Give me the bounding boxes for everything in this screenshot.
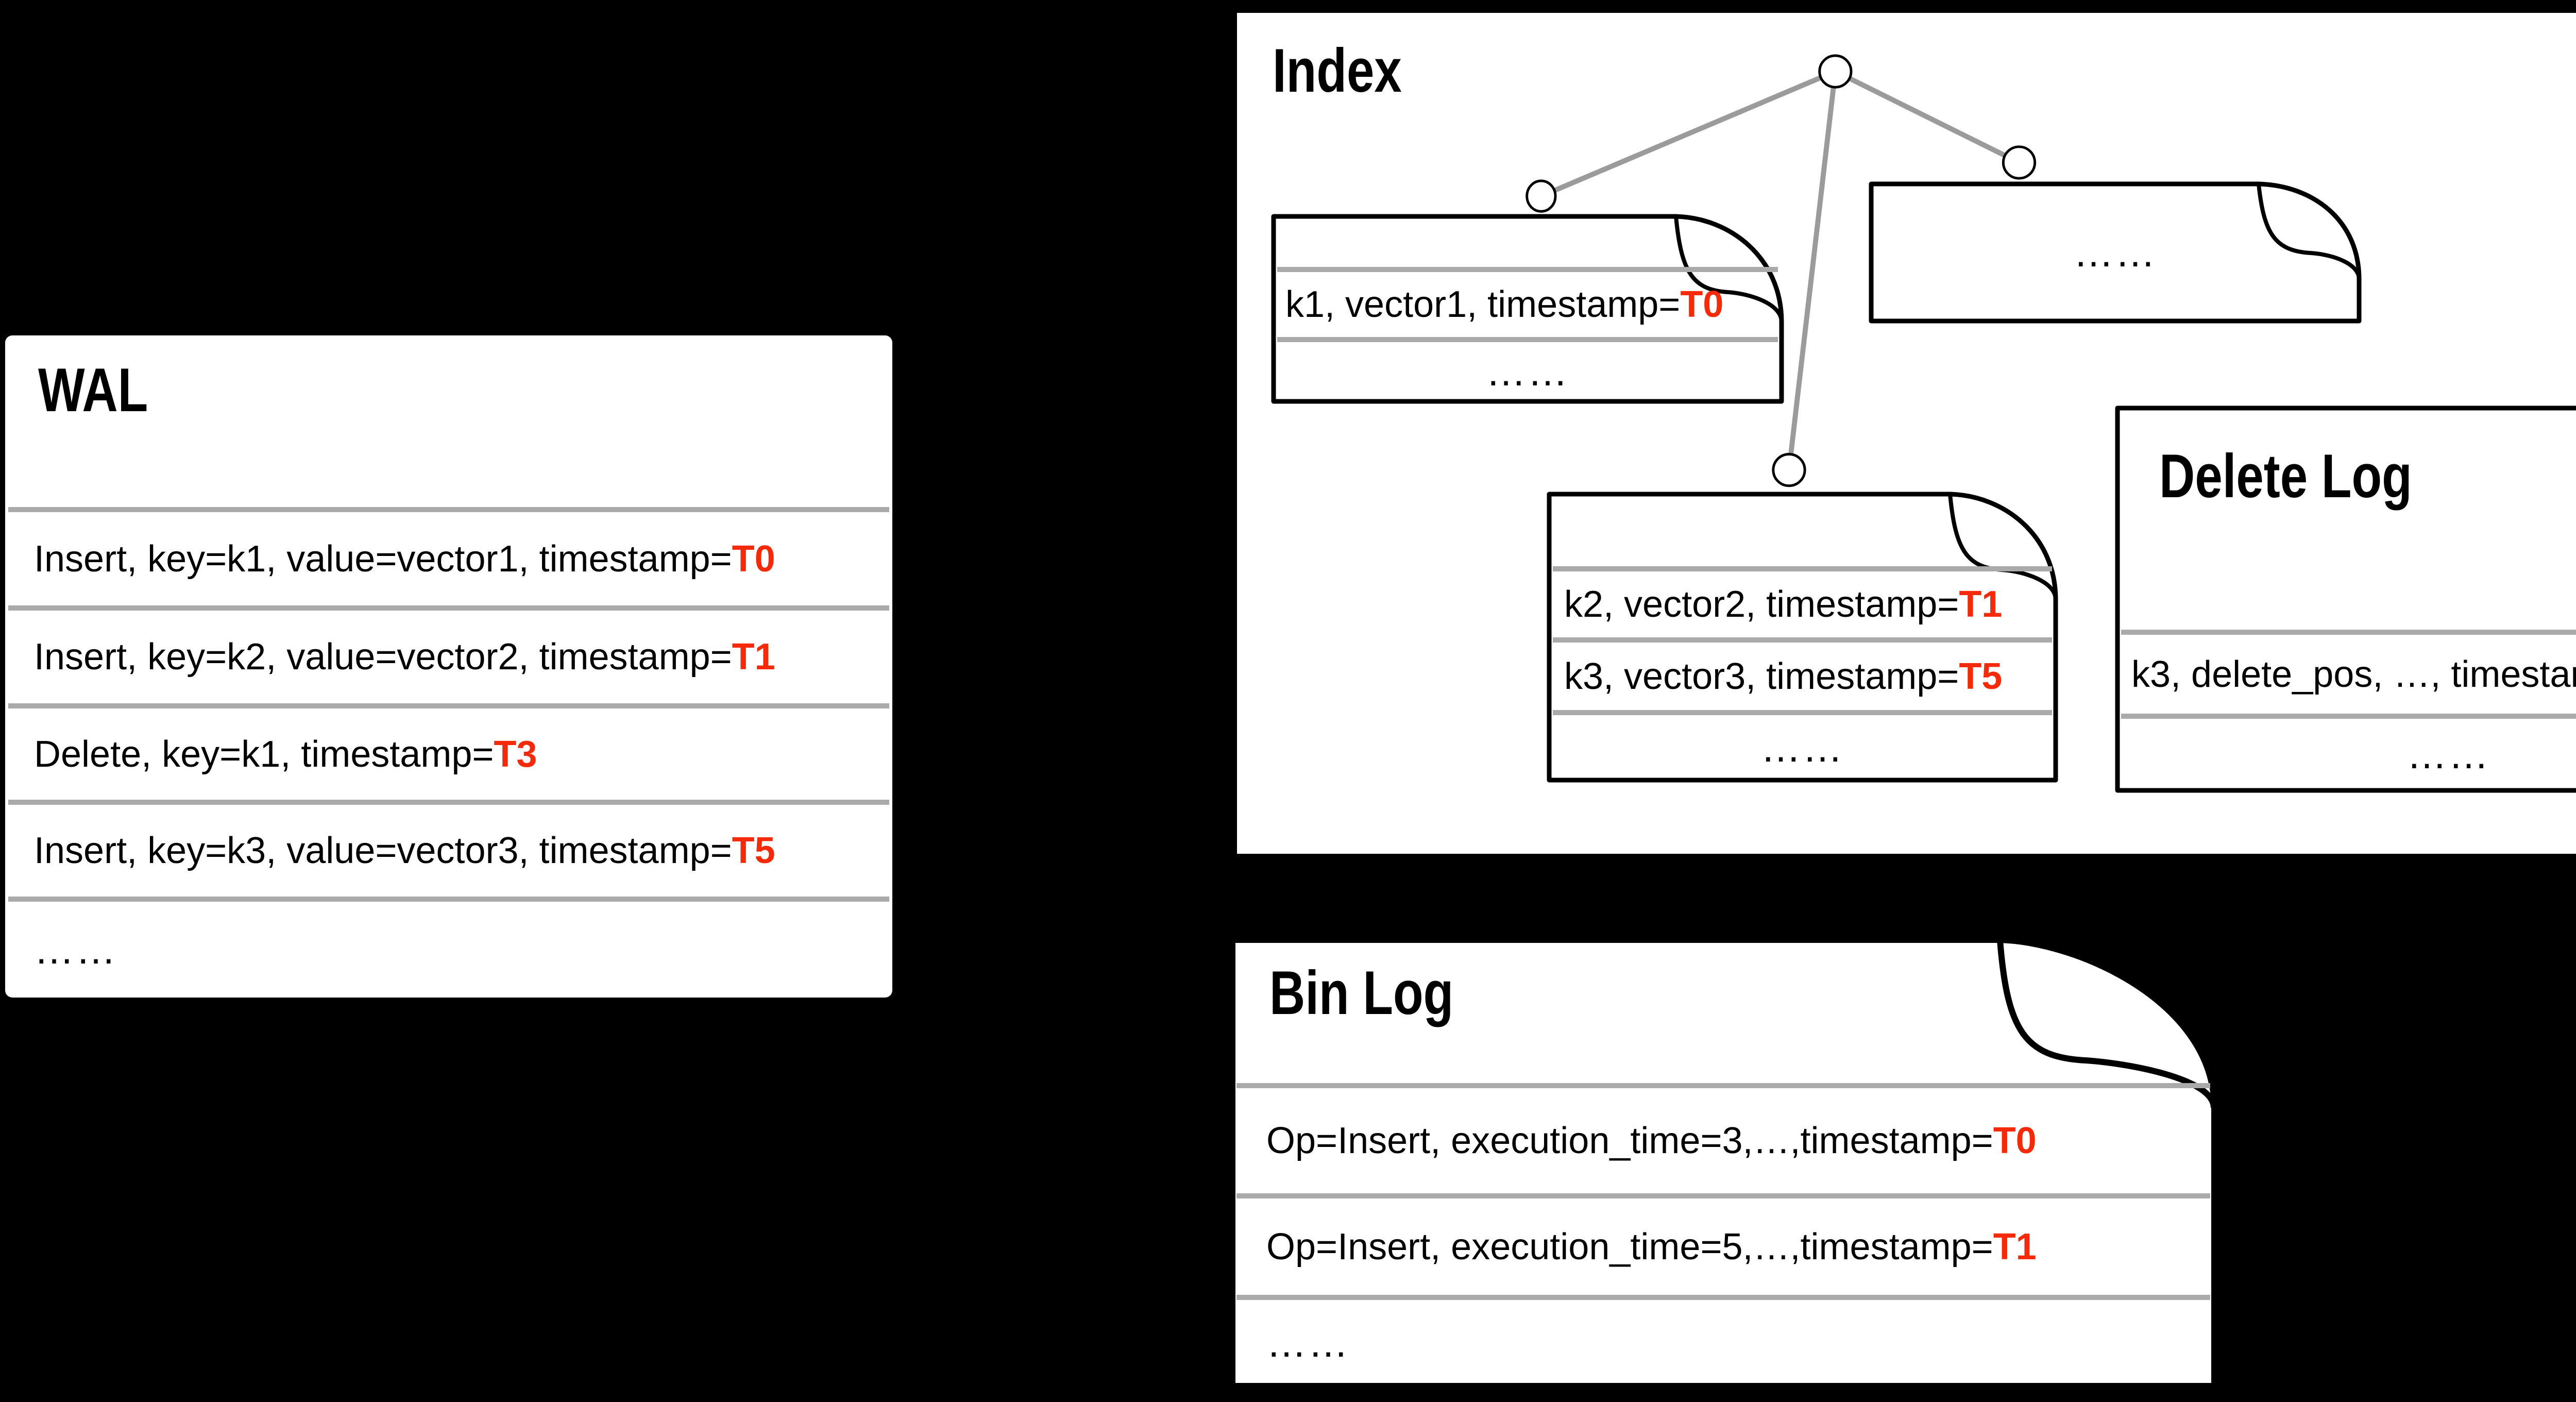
delete-log-ellipsis-row: …… xyxy=(2406,732,2490,777)
divider xyxy=(1553,566,2052,571)
tree-node-right xyxy=(2002,145,2037,180)
bin-log-row: Op=Insert, execution_time=3,…,timestamp=… xyxy=(1233,1088,2213,1193)
segment-row: k1, vector1, timestamp=T0 xyxy=(1274,272,1781,337)
wal-panel: WAL Insert, key=k1, value=vector1, times… xyxy=(5,335,892,998)
segment-body: …… xyxy=(1872,184,2359,321)
bin-log-row-text: Op=Insert, execution_time=5,…,timestamp= xyxy=(1266,1226,1993,1268)
timestamp-value: T1 xyxy=(732,636,775,678)
bin-log-title-row: Bin Log xyxy=(1233,940,2213,1083)
divider xyxy=(8,605,889,611)
timestamp-value: T5 xyxy=(732,830,775,871)
divider xyxy=(8,800,889,805)
delete-log-row: k3, delete_pos, …, timestamp=T3 xyxy=(2118,635,2576,714)
segment-header-space xyxy=(1550,494,2055,566)
wal-row-text: Delete, key=k1, timestamp= xyxy=(34,733,494,775)
delete-log-body: Delete Log k3, delete_pos, …, timestamp=… xyxy=(2118,408,2576,790)
segment-body: k1, vector1, timestamp=T0 …… xyxy=(1274,216,1781,401)
tree-edge-root-left xyxy=(1540,69,1837,199)
tree-node-left xyxy=(1526,179,1557,213)
timestamp-value: T0 xyxy=(1993,1120,2037,1161)
timestamp-value: T0 xyxy=(1680,284,1724,325)
divider xyxy=(1236,1295,2210,1300)
delete-log-title-row: Delete Log xyxy=(2118,408,2576,630)
divider xyxy=(1236,1193,2210,1198)
timestamp-value: T3 xyxy=(494,733,537,775)
tree-edge-root-middle xyxy=(1786,71,1838,470)
segment-body: k2, vector2, timestamp=T1 k3, vector3, t… xyxy=(1550,494,2055,780)
wal-row-text: Insert, key=k1, value=vector1, timestamp… xyxy=(34,538,732,580)
bin-log-doc: Bin Log Op=Insert, execution_time=3,…,ti… xyxy=(1230,938,2216,1389)
segment-row-text: k3, vector3, timestamp= xyxy=(1564,655,1959,697)
delete-log-title: Delete Log xyxy=(2159,442,2412,511)
bin-log-row-text: Op=Insert, execution_time=3,…,timestamp= xyxy=(1266,1120,1993,1161)
page-outline xyxy=(1547,492,2058,783)
wal-ellipsis-row: …… xyxy=(34,926,117,972)
tree-edge-root-right xyxy=(1834,69,2021,165)
divider xyxy=(1236,1083,2210,1088)
segment-ellipsis-row: …… xyxy=(1486,349,1569,394)
segment-ellipsis-row: …… xyxy=(2073,229,2157,275)
bin-log-body: Bin Log Op=Insert, execution_time=3,…,ti… xyxy=(1233,940,2213,1386)
divider xyxy=(8,507,889,512)
wal-row: Insert, key=k2, value=vector2, timestamp… xyxy=(5,611,892,703)
divider xyxy=(2121,714,2576,719)
segment-row-text: k1, vector1, timestamp= xyxy=(1285,284,1681,325)
divider xyxy=(1277,337,1778,342)
divider xyxy=(1553,637,2052,643)
wal-title-row: WAL xyxy=(5,335,892,507)
divider xyxy=(1553,710,2052,715)
page-fold-corner xyxy=(1674,216,1784,323)
index-segment-k2k3-doc: k2, vector2, timestamp=T1 k3, vector3, t… xyxy=(1547,492,2058,783)
timestamp-value: T1 xyxy=(1993,1226,2037,1268)
segment-row-text: k2, vector2, timestamp= xyxy=(1564,584,1959,625)
timestamp-value: T5 xyxy=(1959,655,2003,697)
divider xyxy=(1277,267,1778,272)
wal-title: WAL xyxy=(38,356,148,425)
page-outline xyxy=(1230,938,2216,1388)
wal-row-text: Insert, key=k3, value=vector3, timestamp… xyxy=(34,830,732,871)
page-outline xyxy=(2115,406,2576,793)
page-shape xyxy=(1230,938,2216,1388)
wal-row: Insert, key=k1, value=vector1, timestamp… xyxy=(5,512,892,605)
segment-ellipsis-row: …… xyxy=(1760,724,1844,770)
index-segment-more-doc: …… xyxy=(1869,181,2362,324)
wal-row: Delete, key=k1, timestamp=T3 xyxy=(5,708,892,800)
segment-row: k2, vector2, timestamp=T1 xyxy=(1550,571,2055,637)
delete-log-row-text: k3, delete_pos, …, timestamp= xyxy=(2131,653,2576,695)
bin-log-row: Op=Insert, execution_time=5,…,timestamp=… xyxy=(1233,1198,2213,1295)
tree-root-node xyxy=(1818,54,1853,89)
page-shape xyxy=(2115,406,2576,793)
index-segment-k1-doc: k1, vector1, timestamp=T0 …… xyxy=(1271,214,1784,404)
divider xyxy=(8,897,889,902)
index-title: Index xyxy=(1273,36,1402,105)
index-panel: Index k1, vector1, timestamp=T0 …… xyxy=(1232,8,2576,859)
page-outline xyxy=(1869,181,2362,324)
divider xyxy=(2121,630,2576,635)
tree-node-middle xyxy=(1772,453,1806,487)
divider xyxy=(8,703,889,708)
delete-log-doc: Delete Log k3, delete_pos, …, timestamp=… xyxy=(2115,406,2576,793)
bin-log-ellipsis-row: …… xyxy=(1266,1320,1350,1365)
segment-row: k3, vector3, timestamp=T5 xyxy=(1550,643,2055,710)
page-fold-corner xyxy=(2257,183,2361,280)
segment-header-space xyxy=(1274,216,1781,267)
timestamp-value: T1 xyxy=(1959,584,2003,625)
wal-row: Insert, key=k3, value=vector3, timestamp… xyxy=(5,805,892,897)
timestamp-value: T0 xyxy=(732,538,775,580)
page-outline xyxy=(1271,214,1784,404)
bin-log-title: Bin Log xyxy=(1269,958,1454,1027)
wal-row-text: Insert, key=k2, value=vector2, timestamp… xyxy=(34,636,732,678)
